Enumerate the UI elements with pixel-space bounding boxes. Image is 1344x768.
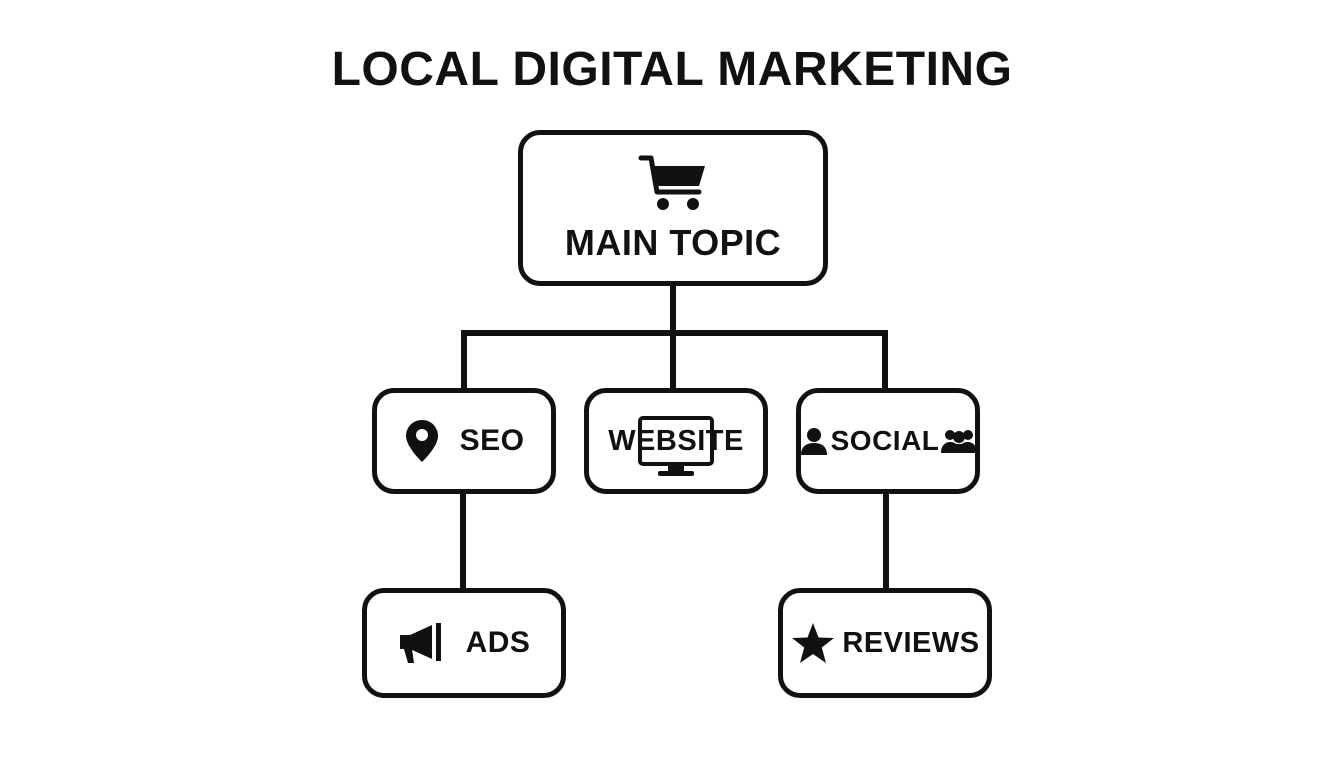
megaphone-icon bbox=[398, 621, 444, 665]
node-seo: SEO bbox=[372, 388, 556, 494]
node-seo-label: SEO bbox=[459, 424, 525, 457]
node-ads: ADS bbox=[362, 588, 566, 698]
diagram-title: LOCAL DIGITAL MARKETING bbox=[331, 43, 1013, 96]
node-website-label: WEBSITE bbox=[608, 424, 744, 457]
node-reviews-label: REVIEWS bbox=[842, 626, 980, 659]
map-pin-icon bbox=[404, 418, 440, 464]
shopping-cart-icon bbox=[637, 152, 709, 214]
node-website: WEBSITE bbox=[584, 388, 768, 494]
star-icon bbox=[790, 621, 836, 665]
node-main-topic: MAIN TOPIC bbox=[518, 130, 828, 286]
node-social: SOCIAL bbox=[796, 388, 980, 494]
node-main-label: MAIN TOPIC bbox=[564, 222, 782, 263]
user-icon bbox=[799, 426, 829, 456]
node-social-label: SOCIAL bbox=[830, 425, 940, 456]
node-reviews: REVIEWS bbox=[778, 588, 992, 698]
node-ads-label: ADS bbox=[465, 626, 531, 659]
monitor-icon bbox=[636, 415, 716, 479]
users-group-icon bbox=[941, 427, 978, 455]
